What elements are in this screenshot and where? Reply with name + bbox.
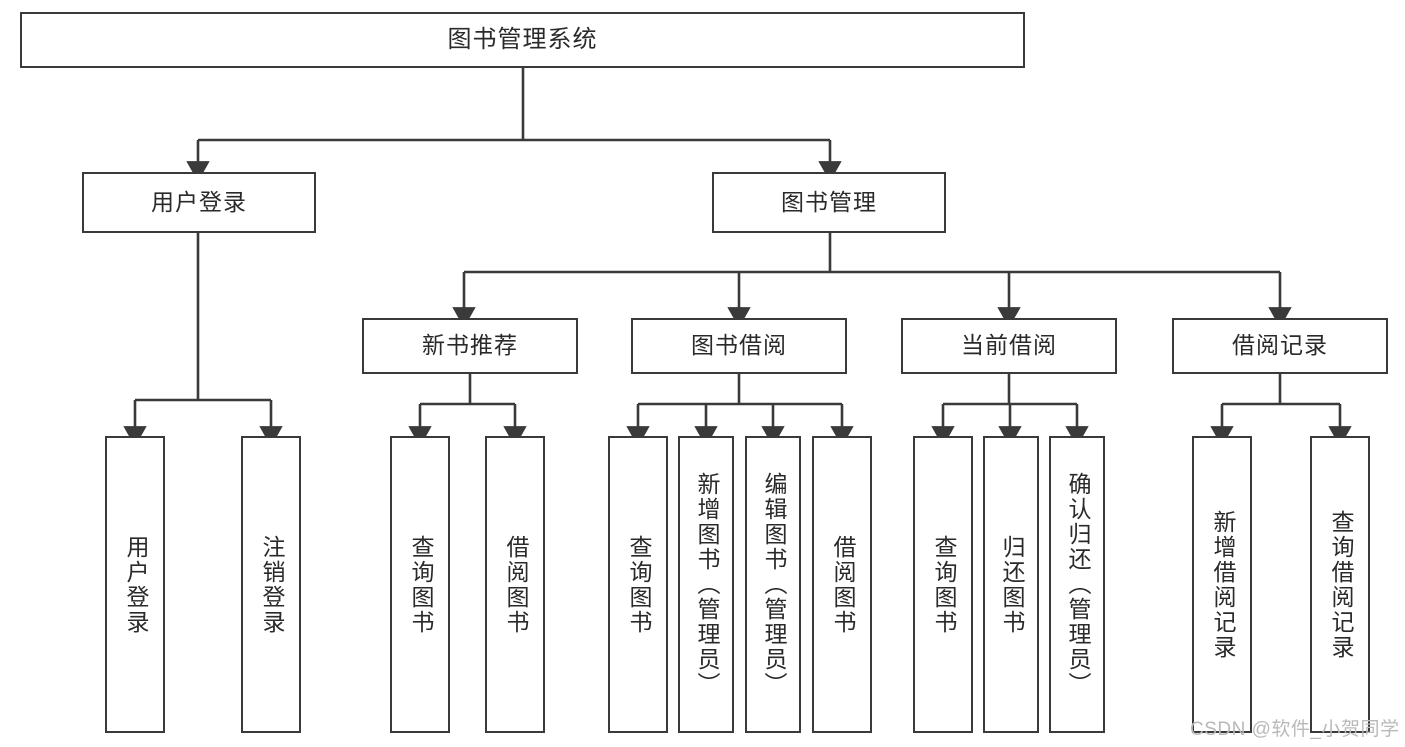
node-label: 新增图书（管理员） xyxy=(693,472,720,697)
node-label: 用户登录 xyxy=(122,534,149,635)
node-label: 查询图书 xyxy=(625,534,652,635)
node-label: 当前借阅 xyxy=(961,332,1057,359)
node-label: 图书管理系统 xyxy=(447,25,598,53)
node-leaf-query-book-borrow[interactable]: 查询图书 xyxy=(608,436,668,733)
node-label: 确认归还（管理员） xyxy=(1064,472,1091,697)
node-label: 查询借阅记录 xyxy=(1327,509,1354,660)
node-leaf-edit-book-admin[interactable]: 编辑图书（管理员） xyxy=(745,436,801,733)
node-label: 图书借阅 xyxy=(691,332,787,359)
node-label: 新书推荐 xyxy=(422,332,518,359)
node-label: 借阅记录 xyxy=(1232,332,1328,359)
node-label: 编辑图书（管理员） xyxy=(760,472,787,697)
node-leaf-query-borrow-record[interactable]: 查询借阅记录 xyxy=(1310,436,1370,733)
node-current-borrowing[interactable]: 当前借阅 xyxy=(901,318,1117,374)
node-leaf-borrow-book-newbook[interactable]: 借阅图书 xyxy=(485,436,545,733)
node-label: 归还图书 xyxy=(998,534,1025,635)
node-leaf-add-book-admin[interactable]: 新增图书（管理员） xyxy=(678,436,734,733)
node-borrow-records[interactable]: 借阅记录 xyxy=(1172,318,1388,374)
node-book-borrowing[interactable]: 图书借阅 xyxy=(631,318,847,374)
node-label: 借阅图书 xyxy=(502,534,529,635)
node-root-book-management-system[interactable]: 图书管理系统 xyxy=(20,12,1025,68)
node-user-login[interactable]: 用户登录 xyxy=(82,172,316,233)
node-leaf-add-borrow-record[interactable]: 新增借阅记录 xyxy=(1192,436,1252,733)
csdn-watermark: CSDN @软件_小贺同学 xyxy=(1190,719,1400,740)
node-leaf-return-book[interactable]: 归还图书 xyxy=(983,436,1039,733)
node-leaf-logout[interactable]: 注销登录 xyxy=(241,436,301,733)
node-leaf-query-book-newbook[interactable]: 查询图书 xyxy=(390,436,450,733)
node-label: 查询图书 xyxy=(930,534,957,635)
node-leaf-borrow-book[interactable]: 借阅图书 xyxy=(812,436,872,733)
node-leaf-confirm-return-admin[interactable]: 确认归还（管理员） xyxy=(1049,436,1105,733)
node-label: 新增借阅记录 xyxy=(1209,509,1236,660)
node-label: 查询图书 xyxy=(407,534,434,635)
node-label: 注销登录 xyxy=(258,534,285,635)
node-new-book-recommendation[interactable]: 新书推荐 xyxy=(362,318,578,374)
node-leaf-user-login[interactable]: 用户登录 xyxy=(105,436,165,733)
node-label: 借阅图书 xyxy=(829,534,856,635)
node-label: 用户登录 xyxy=(151,188,247,215)
node-label: 图书管理 xyxy=(781,188,877,215)
node-leaf-query-book-current[interactable]: 查询图书 xyxy=(913,436,973,733)
node-book-management[interactable]: 图书管理 xyxy=(712,172,946,233)
